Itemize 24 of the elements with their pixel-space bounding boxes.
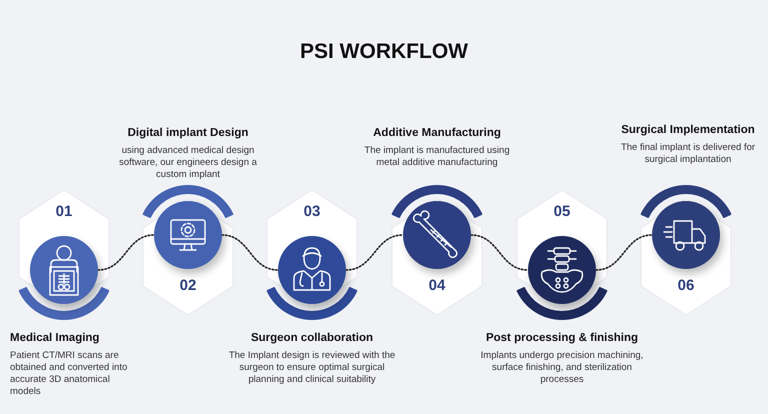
dotted-connector [470,234,529,271]
step-heading: Post processing & finishing [484,332,640,344]
step-number: 02 [178,277,198,294]
step-heading: Surgeon collaboration [250,332,374,344]
step-heading: Medical Imaging [10,332,100,344]
dotted-connector [595,234,653,271]
step-heading: Additive Manufacturing [372,127,502,139]
step-number: 01 [54,203,74,220]
dotted-connector [345,234,404,271]
step-number: 05 [552,203,572,220]
step-description: The Implant design is reviewed with the surgeon to ensure optimal surgical planning and clinical suitability [228,350,396,386]
step-description: Implants undergo precision machining, surface finishing, and sterilization processes [480,350,644,386]
step-description: The final implant is delivered for surgical implantation [620,142,756,166]
step-number: 06 [676,277,696,294]
step-heading: Digital implant Design [126,127,250,139]
diagram-title: PSI WORKFLOW [299,40,469,64]
dotted-connector [221,234,279,271]
step-heading: Surgical Implementation [620,124,756,136]
step-description: using advanced medical design software, our engineers design a custom implant [118,145,258,181]
step-description: Patient CT/MRI scans are obtained and converted into accurate 3D anatomical models [10,350,128,398]
step-number: 04 [428,277,446,294]
step-number: 03 [302,203,322,220]
dotted-connector [97,234,155,271]
step-description: The implant is manufactured using metal additive manufacturing [363,145,511,169]
